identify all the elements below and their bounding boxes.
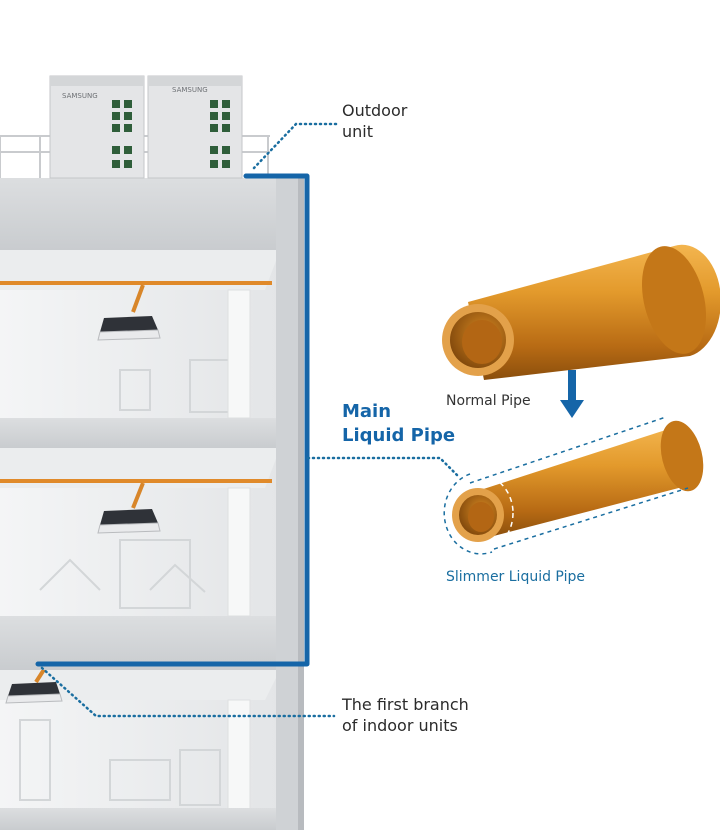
main-liquid-pipe-label-line-2: Liquid Pipe xyxy=(342,425,456,446)
furniture-outlines xyxy=(19,359,231,806)
window-column-2 xyxy=(227,487,251,617)
ceiling-1 xyxy=(0,250,280,290)
cassette-unit-icon xyxy=(97,316,161,341)
exterior-column xyxy=(276,178,300,830)
slab-1 xyxy=(0,418,300,448)
slab-2 xyxy=(0,616,300,670)
window-column-1 xyxy=(227,289,251,419)
leader-lines xyxy=(40,122,460,718)
down-arrow-icon xyxy=(560,370,584,418)
drop-pipe-1 xyxy=(131,284,145,313)
leader-main-liquid-pipe xyxy=(306,456,460,478)
outdoor-unit-label-line-1: Outdoor xyxy=(342,101,408,120)
outdoor-unit-icon: SAMSUNG xyxy=(49,75,145,179)
ceiling-2 xyxy=(0,448,280,488)
drop-pipe-2 xyxy=(131,482,145,509)
outdoor-unit-icon: SAMSUNG xyxy=(147,75,243,179)
normal-pipe xyxy=(442,244,720,380)
brand-text: SAMSUNG xyxy=(172,86,208,94)
ceiling-pipe-2 xyxy=(0,479,272,483)
cassette-unit-icon xyxy=(97,509,161,534)
exterior-column-edge xyxy=(298,178,304,830)
slimmer-pipe-outline xyxy=(442,416,689,555)
leader-outdoor-unit xyxy=(252,122,338,170)
slimmer-liquid-pipe-label: Slimmer Liquid Pipe xyxy=(446,569,585,585)
first-branch-label-line-1: The first branch xyxy=(342,695,469,714)
brand-text: SAMSUNG xyxy=(62,92,98,100)
outdoor-unit-label: Outdoor unit xyxy=(342,100,407,142)
main-liquid-pipe-line xyxy=(35,173,310,667)
roof-slab xyxy=(0,178,300,250)
ceiling-pipe-1 xyxy=(0,281,272,285)
slimmer-pipe xyxy=(452,420,704,542)
main-liquid-pipe-label-line-1: Main xyxy=(342,401,392,422)
first-branch-label-line-2: of indoor units xyxy=(342,716,458,735)
drop-pipe-3 xyxy=(34,666,47,684)
main-liquid-pipe-label: Main Liquid Pipe xyxy=(342,400,455,448)
normal-pipe-label: Normal Pipe xyxy=(446,393,531,409)
cassette-unit-icon xyxy=(5,682,63,704)
leader-first-branch xyxy=(40,666,336,718)
first-branch-label: The first branch of indoor units xyxy=(342,694,469,736)
slab-bottom xyxy=(0,808,300,830)
building xyxy=(0,178,304,830)
outdoor-unit-label-line-2: unit xyxy=(342,122,373,141)
